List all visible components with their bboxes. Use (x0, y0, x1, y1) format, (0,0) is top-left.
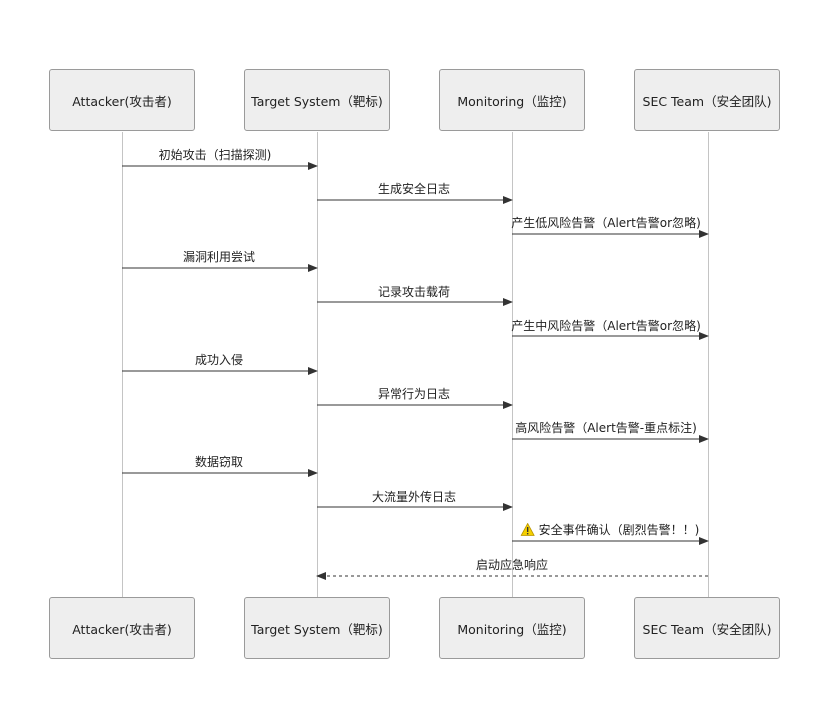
message-label: 产生低风险告警（Alert告警or忽略) (511, 216, 701, 230)
lifeline-sec (708, 132, 709, 597)
participant-label: Monitoring（监控) (457, 93, 567, 109)
participant-label: SEC Team（安全团队) (642, 621, 772, 637)
message-label: 记录攻击载荷 (377, 285, 451, 299)
warning-icon (520, 523, 535, 536)
participant-sec-top: SEC Team（安全团队) (634, 69, 780, 131)
message-label: 初始攻击（扫描探测) (158, 148, 272, 162)
participant-monitor-top: Monitoring（监控) (439, 69, 585, 131)
participant-attacker-top: Attacker(攻击者) (49, 69, 195, 131)
participant-label: Attacker(攻击者) (72, 93, 172, 109)
message-label: 漏洞利用尝试 (182, 250, 256, 264)
participant-sec-bottom: SEC Team（安全团队) (634, 597, 780, 659)
participant-attacker-bottom: Attacker(攻击者) (49, 597, 195, 659)
message-label: 大流量外传日志 (371, 490, 457, 504)
participant-target-bottom: Target System（靶标) (244, 597, 390, 659)
lifeline-attacker (122, 132, 123, 597)
lifeline-target (317, 132, 318, 597)
message-label: 成功入侵 (194, 353, 244, 367)
participant-label: Attacker(攻击者) (72, 621, 172, 637)
message-label-with-icon: 安全事件确认（剧烈告警！！) (520, 523, 700, 537)
message-label: 启动应急响应 (475, 558, 549, 572)
message-label: 高风险告警（Alert告警-重点标注) (515, 421, 697, 435)
message-label-text: 安全事件确认（剧烈告警！！) (538, 523, 700, 537)
participant-label: Target System（靶标) (251, 93, 383, 109)
participant-monitor-bottom: Monitoring（监控) (439, 597, 585, 659)
participant-label: Monitoring（监控) (457, 621, 567, 637)
participant-target-top: Target System（靶标) (244, 69, 390, 131)
participant-label: SEC Team（安全团队) (642, 93, 772, 109)
message-label: 数据窃取 (194, 455, 244, 469)
message-label: 生成安全日志 (377, 182, 451, 196)
message-label: 产生中风险告警（Alert告警or忽略) (511, 319, 701, 333)
participant-label: Target System（靶标) (251, 621, 383, 637)
lifeline-monitor (512, 132, 513, 597)
message-label: 异常行为日志 (377, 387, 451, 401)
